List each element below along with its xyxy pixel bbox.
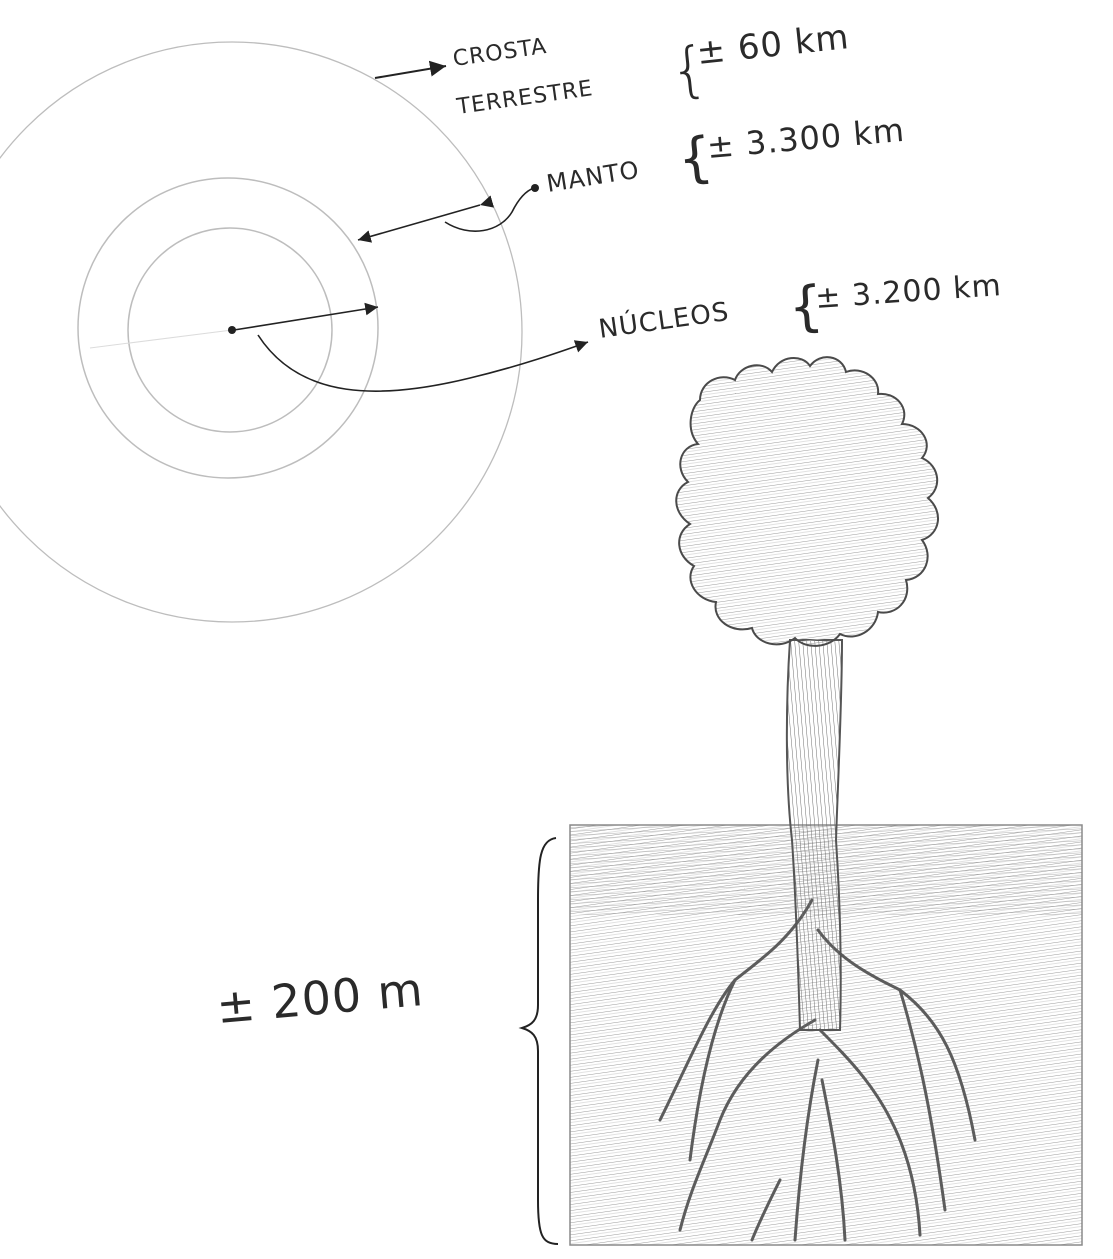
- mantle-thickness-arrow: [358, 205, 480, 240]
- crust-label-line2: TERRESTRE: [454, 76, 595, 120]
- depth-brace: [522, 838, 558, 1244]
- core-radius-arrow: [234, 307, 378, 330]
- core-thickness: ± 3.200 km: [814, 268, 1003, 316]
- tree-diagram: ± 200 m: [214, 357, 1082, 1245]
- crust-leader: [375, 66, 446, 78]
- root-depth-label: ± 200 m: [214, 962, 425, 1034]
- crust-thickness: ± 60 km: [695, 17, 852, 73]
- core-leader: [258, 335, 588, 391]
- crust-label-line1: CROSTA: [451, 34, 548, 72]
- faint-radius-line: [90, 330, 232, 348]
- mantle-thickness: ± 3.300 km: [705, 111, 906, 166]
- core-label: NÚCLEOS: [597, 295, 732, 345]
- mantle-leader: [445, 188, 534, 231]
- mantle-circle: [78, 178, 378, 478]
- mantle-label: MANTO: [545, 156, 642, 198]
- mantle-leader-dot: [531, 184, 539, 192]
- tree-canopy: [676, 357, 938, 646]
